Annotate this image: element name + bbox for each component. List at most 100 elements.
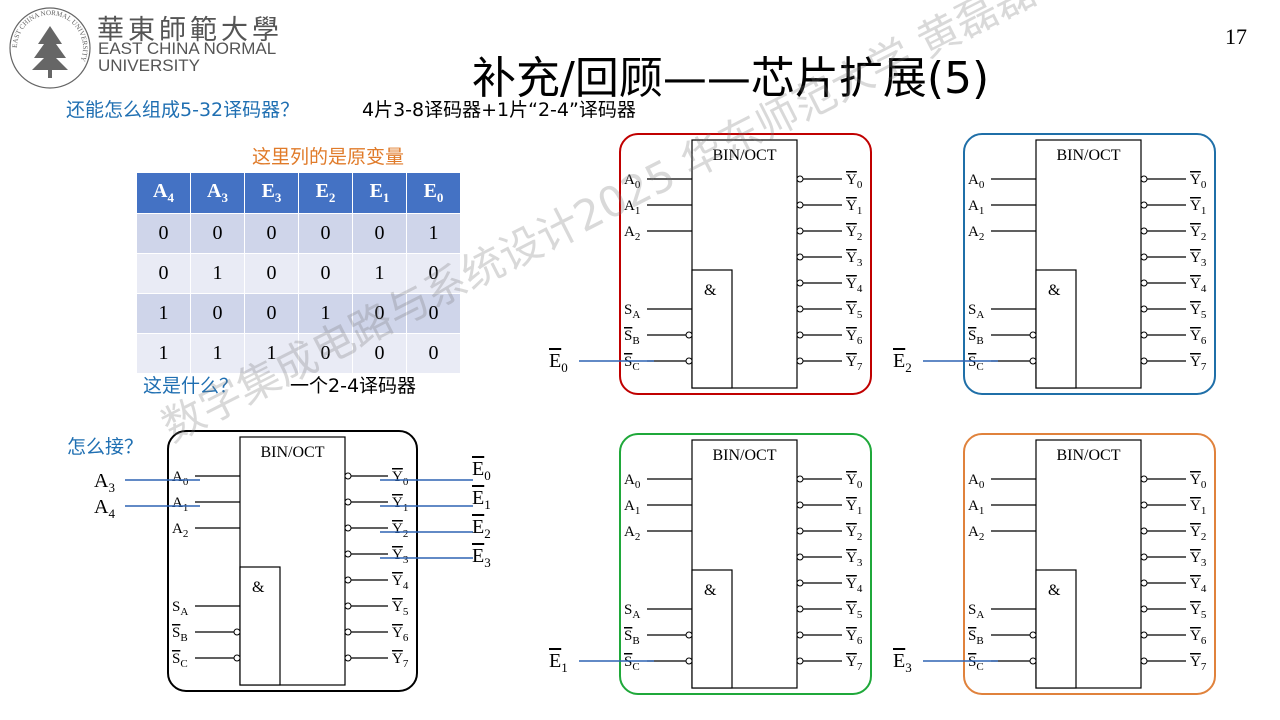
- table-cell: 1: [298, 293, 353, 334]
- input-pin-label: A1: [624, 498, 640, 517]
- how-question: 怎么接？: [67, 436, 144, 458]
- output-pin-label: Y4: [846, 276, 863, 295]
- table-cell: 0: [406, 253, 461, 294]
- and-label: &: [1048, 282, 1061, 299]
- table-header-cell: E2: [298, 172, 353, 214]
- inversion-bubble: [796, 175, 804, 183]
- inversion-bubble: [1140, 579, 1148, 587]
- output-pin-label: Y5: [392, 599, 409, 618]
- what-question: 这是什么？: [143, 375, 239, 397]
- output-pin-label: Y4: [1190, 576, 1207, 595]
- inversion-bubble: [796, 501, 804, 509]
- inversion-bubble: [344, 576, 352, 584]
- logo-english-line1: EAST CHINA NORMAL: [98, 39, 277, 58]
- output-pin-label: Y7: [846, 654, 863, 673]
- table-cell: 0: [190, 213, 245, 254]
- main-in-a3: A3: [94, 470, 115, 495]
- table-header-cell: E1: [352, 172, 407, 214]
- table-cell: 0: [406, 293, 461, 334]
- output-pin-label: Y6: [1190, 328, 1207, 347]
- page-number: 17: [1225, 24, 1247, 49]
- inversion-bubble: [685, 331, 693, 339]
- table-cell: 0: [298, 213, 353, 254]
- output-pin-label: Y2: [392, 521, 408, 540]
- output-pin-label: Y3: [1190, 550, 1207, 569]
- table-cell: 0: [244, 253, 299, 294]
- inversion-bubble: [1140, 279, 1148, 287]
- input-pin-label: A2: [624, 224, 640, 243]
- output-pin-label: Y0: [1190, 472, 1207, 491]
- output-pin-label: Y1: [1190, 498, 1206, 517]
- output-pin-label: Y1: [846, 498, 862, 517]
- inversion-bubble: [1029, 631, 1037, 639]
- output-pin-label: Y3: [846, 250, 863, 269]
- inversion-bubble: [796, 475, 804, 483]
- input-pin-label: A1: [172, 495, 188, 514]
- input-pin-label: A0: [624, 172, 641, 191]
- slide-title: 补充/回顾——芯片扩展(5): [472, 53, 990, 104]
- and-block: [1035, 569, 1077, 689]
- inversion-bubble: [344, 628, 352, 636]
- input-pin-label: A0: [172, 469, 189, 488]
- output-pin-label: Y6: [846, 328, 863, 347]
- table-cell: 0: [352, 213, 407, 254]
- output-pin-label: Y3: [846, 550, 863, 569]
- input-pin-label: A2: [968, 524, 984, 543]
- inversion-bubble: [1029, 657, 1037, 665]
- chip-label: BIN/OCT: [1057, 147, 1121, 164]
- inversion-bubble: [1140, 331, 1148, 339]
- inversion-bubble: [344, 498, 352, 506]
- inversion-bubble: [796, 553, 804, 561]
- table-cell: 1: [190, 333, 245, 374]
- and-label: &: [1048, 582, 1061, 599]
- output-pin-label: Y4: [1190, 276, 1207, 295]
- output-pin-label: Y2: [846, 224, 862, 243]
- table-cell: 0: [136, 253, 191, 294]
- table-header-cell: E0: [406, 172, 461, 214]
- output-pin-label: Y7: [1190, 354, 1207, 373]
- main-out-e3: E3: [472, 545, 491, 570]
- inversion-bubble: [344, 472, 352, 480]
- output-pin-label: Y5: [846, 302, 863, 321]
- output-pin-label: Y2: [846, 524, 862, 543]
- and-label: &: [704, 282, 717, 299]
- inversion-bubble: [1140, 201, 1148, 209]
- table-header-cell: A3: [190, 172, 245, 214]
- inversion-bubble: [1029, 331, 1037, 339]
- output-pin-label: Y6: [392, 625, 409, 644]
- inversion-bubble: [796, 305, 804, 313]
- what-answer: 一个2-4译码器: [290, 375, 417, 397]
- logo-chinese-name: 華東師範大學: [97, 15, 283, 46]
- chip-frame: [167, 430, 418, 692]
- input-pin-label: A2: [624, 524, 640, 543]
- table-cell: 1: [136, 333, 191, 374]
- inversion-bubble: [344, 524, 352, 532]
- inversion-bubble: [1140, 501, 1148, 509]
- output-pin-label: Y7: [392, 651, 409, 670]
- inversion-bubble: [796, 657, 804, 665]
- inversion-bubble: [796, 605, 804, 613]
- table-cell: 0: [406, 333, 461, 374]
- table-cell: 1: [406, 213, 461, 254]
- output-pin-label: Y0: [1190, 172, 1207, 191]
- enable-pin-label: SC: [624, 354, 640, 373]
- inversion-bubble: [796, 357, 804, 365]
- output-pin-label: Y5: [1190, 602, 1207, 621]
- chip-label: BIN/OCT: [1057, 447, 1121, 464]
- inversion-bubble: [1140, 175, 1148, 183]
- output-pin-label: Y3: [392, 547, 409, 566]
- inversion-bubble: [796, 279, 804, 287]
- inversion-bubble: [685, 357, 693, 365]
- table-cell: 1: [190, 253, 245, 294]
- chip-label: BIN/OCT: [713, 447, 777, 464]
- inversion-bubble: [1140, 475, 1148, 483]
- and-block: [691, 269, 733, 389]
- output-pin-label: Y4: [846, 576, 863, 595]
- enable-pin-label: SB: [968, 628, 984, 647]
